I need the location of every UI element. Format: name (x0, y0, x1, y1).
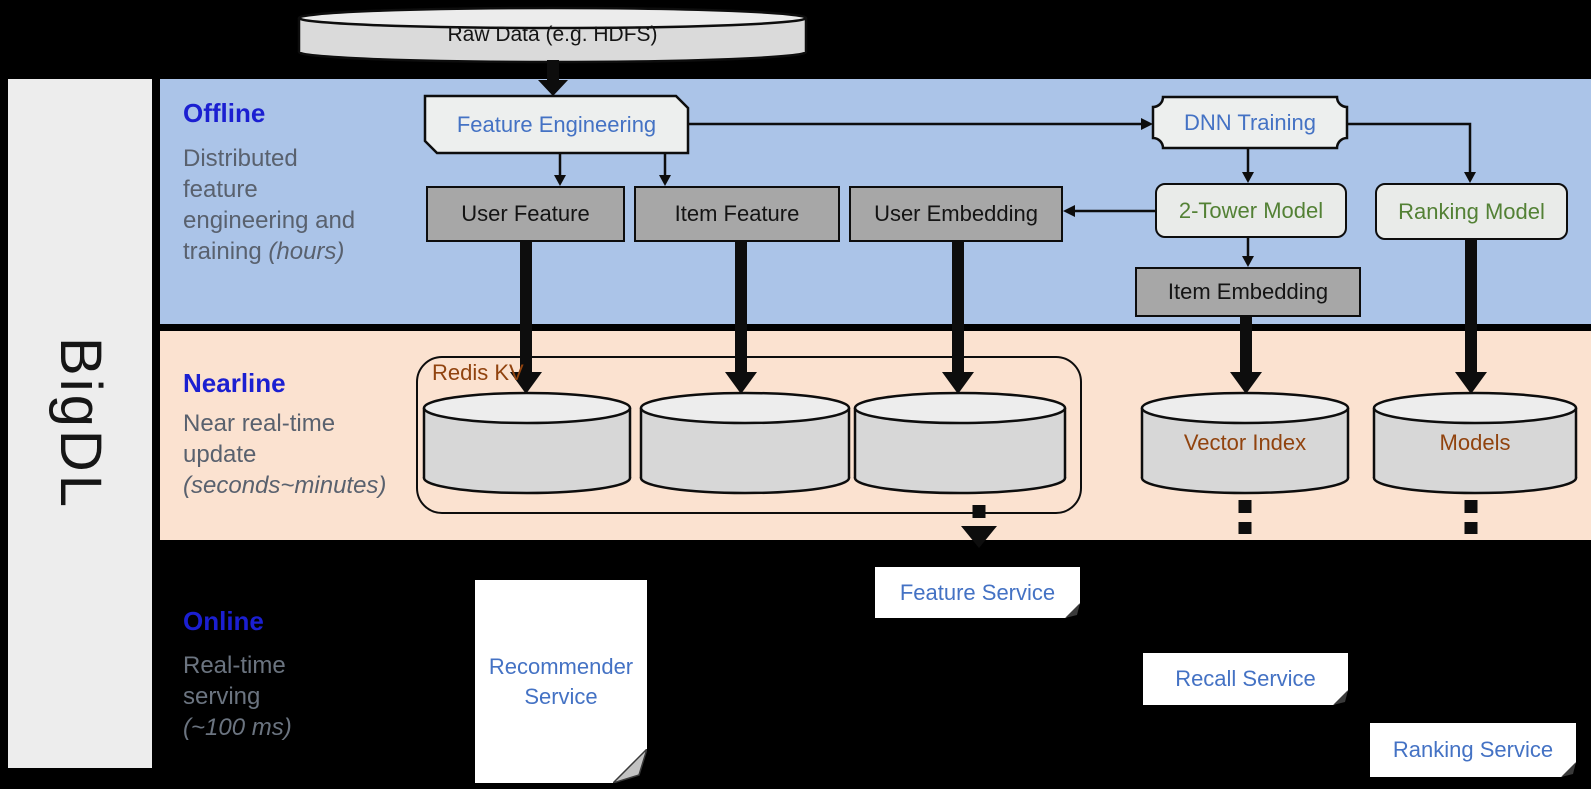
online-description: Real-time serving (~100 ms) (183, 650, 292, 743)
arrow-featureeng-to-dnn (688, 118, 1153, 130)
arrow-userembedding-to-kv3 (942, 242, 974, 394)
kv-cylinder-1 (422, 391, 632, 495)
recommender-service-line2: Service (524, 683, 598, 709)
kv-cylinder-2 (639, 391, 851, 495)
item-feature-node: Item Feature (634, 186, 840, 242)
dnn-training-node: DNN Training (1183, 109, 1317, 135)
arrow-dnn-to-twotower (1242, 148, 1254, 183)
recommender-service-fold-icon (613, 749, 647, 783)
ranking-model-node: Ranking Model (1375, 183, 1568, 240)
online-desc-line3: (~100 ms) (183, 714, 292, 741)
feature-engineering-node: Feature Engineering (456, 111, 657, 137)
arrow-twotower-to-itemembedding (1242, 238, 1254, 267)
online-desc-line1: Real-time (183, 652, 286, 679)
bigdl-side-panel: BigDL (8, 79, 152, 768)
feature-service-node: Feature Service (875, 567, 1080, 618)
arrow-userfeature-to-kv1 (510, 242, 542, 394)
nearline-desc-line1: Near real-time (183, 410, 336, 437)
recall-service-node: Recall Service (1143, 653, 1348, 705)
kv-cylinder-3 (853, 391, 1067, 495)
offline-description: Distributed feature engineering and trai… (183, 143, 355, 267)
dnn-training-shape (1151, 95, 1349, 150)
online-title: Online (183, 606, 264, 636)
feature-engineering-shape (423, 94, 690, 155)
arrow-dnn-to-rankingmodel (1347, 122, 1476, 183)
offline-title: Offline (183, 98, 266, 128)
offline-desc-line4-normal: training (183, 238, 269, 265)
nearline-desc-line2: update (183, 441, 257, 468)
vector-index-cylinder (1140, 391, 1350, 495)
arrow-rankingmodel-to-models (1455, 240, 1487, 394)
arrow-twotower-to-userembedding (1063, 205, 1155, 217)
recommender-service-line1: Recommender (488, 653, 634, 679)
bigdl-label: BigDL (47, 337, 113, 510)
online-desc-line2: serving (183, 683, 261, 710)
offline-desc-line4: training (hours) (183, 236, 355, 267)
nearline-desc-line3: (seconds~minutes) (183, 472, 387, 499)
offline-desc-line2: feature (183, 176, 258, 203)
redis-kv-container (416, 356, 1082, 514)
feature-service-fold-icon (1065, 603, 1080, 618)
recommender-service-document: Recommender Service (475, 580, 647, 783)
arrow-rediskv-to-featureservice (961, 505, 997, 548)
arrow-featureeng-to-itemfeature (659, 153, 671, 186)
models-label: Models (1439, 430, 1511, 455)
user-embedding-node: User Embedding (849, 186, 1063, 242)
offline-desc-line4-italic: (hours) (268, 238, 345, 265)
recall-service-fold-icon (1333, 690, 1348, 705)
models-cylinder (1372, 391, 1578, 495)
item-embedding-node: Item Embedding (1135, 267, 1361, 317)
raw-data-cylinder (297, 6, 808, 64)
user-feature-node: User Feature (426, 186, 625, 242)
ranking-service-fold-icon (1561, 762, 1576, 777)
arrow-itemembedding-to-vectorindex (1230, 317, 1262, 394)
arrow-rawdata-to-featureeng (538, 60, 568, 96)
offline-desc-line3: engineering and (183, 207, 356, 234)
arrow-featureeng-to-userfeature (554, 153, 566, 186)
ranking-service-node: Ranking Service (1370, 723, 1576, 777)
redis-kv-label: Redis KV (432, 360, 524, 385)
two-tower-model-node: 2-Tower Model (1155, 183, 1347, 238)
nearline-description: Near real-time update (seconds~minutes) (183, 408, 386, 501)
offline-desc-line1: Distributed (183, 145, 298, 172)
nearline-title: Nearline (183, 368, 286, 398)
arrow-itemfeature-to-kv2 (725, 242, 757, 394)
vector-index-label: Vector Index (1183, 430, 1307, 455)
raw-data-label: Raw Data (e.g. HDFS) (447, 23, 658, 46)
